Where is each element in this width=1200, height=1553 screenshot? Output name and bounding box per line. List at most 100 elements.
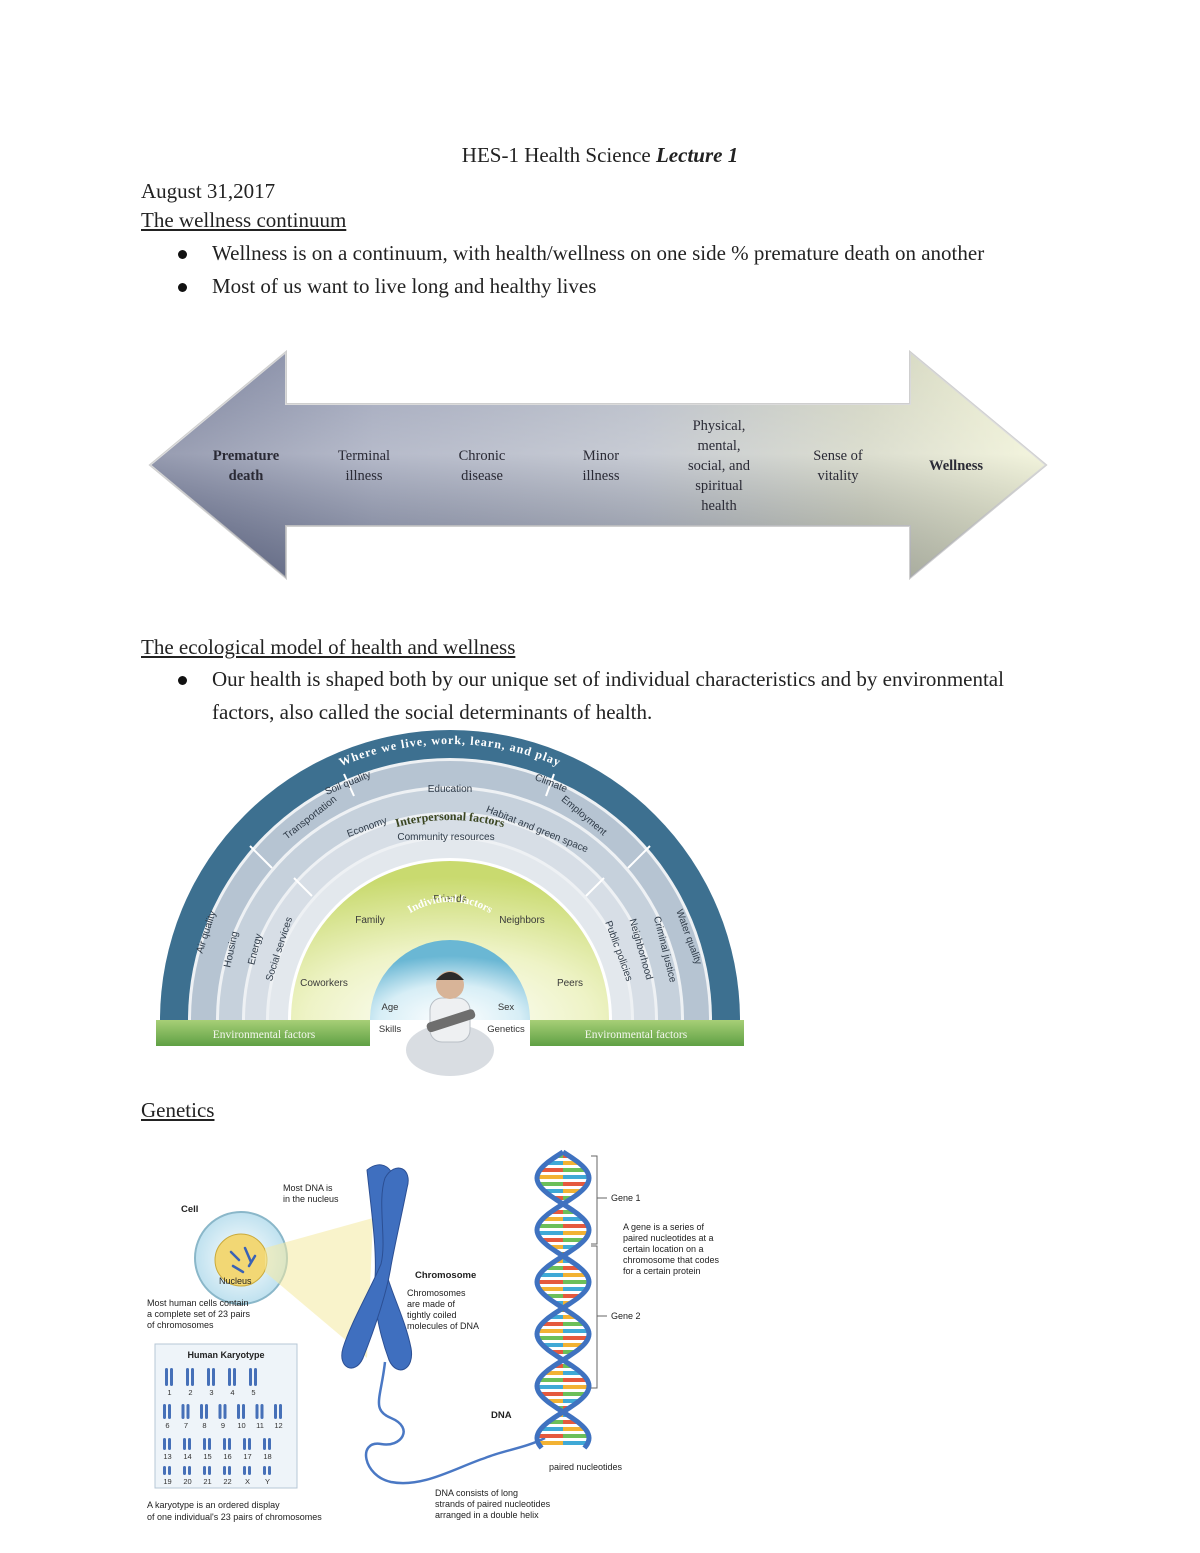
continuum-label: spiritual <box>695 478 743 494</box>
continuum-label: Chronic <box>459 448 506 464</box>
karyotype-chromosome <box>163 1404 166 1419</box>
individual-item: Skills <box>379 1024 401 1035</box>
nucleus-note-line: in the nucleus <box>283 1194 339 1204</box>
karyotype-chromosome <box>268 1438 271 1450</box>
karyotype-number: Y <box>265 1477 270 1486</box>
chromosome-note-line: Chromosomes <box>407 1288 466 1298</box>
nucleus-label: Nucleus <box>219 1276 252 1286</box>
karyotype-chromosome <box>218 1404 222 1419</box>
individual-item: Genetics <box>487 1024 525 1035</box>
environmental-factors-right: Environmental factors <box>585 1029 688 1041</box>
document-date: August 31,2017 <box>141 179 276 203</box>
chromosome-icon <box>341 1164 413 1371</box>
karyotype-chromosome <box>208 1438 211 1450</box>
heading-wellness-continuum: The wellness continuum <box>141 208 347 232</box>
helix-backbone <box>534 1149 592 1450</box>
continuum-label: Wellness <box>929 458 983 474</box>
karyotype-chromosome <box>242 1404 245 1419</box>
individual-item: Sex <box>498 1002 515 1013</box>
karyotype-chromosome <box>263 1438 266 1450</box>
dna-note-line: DNA consists of long <box>435 1488 518 1498</box>
karyotype-number: 1 <box>167 1388 171 1397</box>
karyotype-chromosome <box>248 1466 251 1475</box>
karyotype-chromosome <box>203 1438 206 1450</box>
karyotype-number: 21 <box>203 1477 211 1486</box>
karyotype-chromosome <box>186 1368 189 1386</box>
karyotype-chromosome <box>207 1368 210 1386</box>
cell-note-line: a complete set of 23 pairs <box>147 1309 251 1319</box>
title-emphasis: Lecture 1 <box>655 143 739 167</box>
chromosome-note-line: are made of <box>407 1299 456 1309</box>
dna-label: DNA <box>491 1410 512 1421</box>
karyotype-number: 20 <box>183 1477 191 1486</box>
karyotype-number: 9 <box>221 1421 225 1430</box>
cell-note-line: Most human cells contain <box>147 1298 249 1308</box>
karyotype-chromosome <box>249 1368 252 1386</box>
karyotype-chromosome <box>223 1466 226 1475</box>
ring-label: Community resources <box>397 832 494 843</box>
gene-1-label: Gene 1 <box>611 1193 641 1203</box>
nucleus-note-line: Most DNA is <box>283 1183 333 1193</box>
karyotype-number: 16 <box>223 1452 231 1461</box>
bullet-item: Wellness is on a continuum, with health/… <box>141 237 1041 270</box>
karyotype-chromosome <box>243 1466 246 1475</box>
karyotype-chromosome <box>260 1404 264 1419</box>
gene-note-line: chromosome that codes <box>623 1255 720 1265</box>
wellness-bullets: Wellness is on a continuum, with health/… <box>141 237 1041 302</box>
karyotype-chromosome <box>223 1438 226 1450</box>
karyotype-number: 8 <box>202 1421 206 1430</box>
karyotype-note-line: A karyotype is an ordered display <box>147 1500 280 1510</box>
dna-note-line: strands of paired nucleotides <box>435 1499 551 1509</box>
environmental-factors-left: Environmental factors <box>213 1029 316 1041</box>
karyotype-chromosome <box>279 1404 282 1419</box>
chromosome-label: Chromosome <box>415 1270 476 1281</box>
chromosome-note-line: molecules of DNA <box>407 1321 479 1331</box>
karyotype-number: 2 <box>188 1388 192 1397</box>
karyotype-chromosome <box>228 1438 231 1450</box>
ring-label: Education <box>428 784 472 795</box>
gene-note-line: for a certain protein <box>623 1266 701 1276</box>
dna-note-line: arranged in a double helix <box>435 1510 539 1520</box>
karyotype-number: 11 <box>256 1421 264 1430</box>
gene-2-label: Gene 2 <box>611 1311 641 1321</box>
karyotype-chromosome <box>168 1404 171 1419</box>
interpersonal-label: Interpersonal factors <box>394 809 507 830</box>
karyotype-number: 6 <box>165 1421 169 1430</box>
ecological-bullets: Our health is shaped both by our unique … <box>141 663 1021 728</box>
karyotype-chromosome <box>165 1368 168 1386</box>
continuum-label: Sense of <box>813 448 863 464</box>
karyotype-number: 3 <box>209 1388 213 1397</box>
bullet-item: Our health is shaped both by our unique … <box>141 663 1021 728</box>
continuum-label: Premature <box>213 448 280 464</box>
svg-text:Interpersonal factors: Interpersonal factors <box>394 809 507 830</box>
karyotype-number: 18 <box>263 1452 271 1461</box>
karyotype-chromosome <box>170 1368 173 1386</box>
karyotype-number: X <box>245 1477 250 1486</box>
bullet-item: Most of us want to live long and healthy… <box>141 270 1041 303</box>
continuum-label: Terminal <box>338 448 390 464</box>
karyotype-chromosome <box>268 1466 271 1475</box>
individual-item: Age <box>382 1002 399 1013</box>
karyotype-chromosome <box>186 1404 190 1419</box>
karyotype-chromosome <box>208 1466 211 1475</box>
karyotype-number: 14 <box>183 1452 191 1461</box>
karyotype-chromosome <box>205 1404 208 1419</box>
karyotype-number: 12 <box>274 1421 282 1430</box>
continuum-label: Minor <box>583 448 619 464</box>
karyotype-number: 10 <box>237 1421 245 1430</box>
karyotype-chromosome <box>163 1438 166 1450</box>
gene-note-line: A gene is a series of <box>623 1222 705 1232</box>
continuum-label: death <box>229 468 264 484</box>
continuum-label: mental, <box>697 438 740 454</box>
gene-note-line: certain location on a <box>623 1244 704 1254</box>
dna-strand <box>364 1361 546 1485</box>
